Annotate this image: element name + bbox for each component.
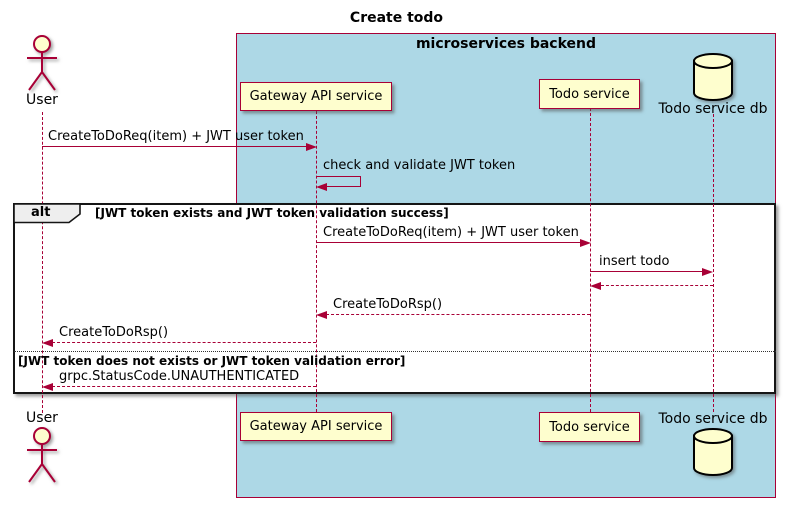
participant-todo-top: Todo service — [539, 79, 640, 109]
arrowhead-right-icon — [306, 143, 317, 151]
arrowhead-left-icon — [316, 183, 327, 191]
arrowhead-left-icon — [42, 383, 53, 391]
self-message-bottom-line — [326, 186, 361, 187]
self-message-side-line — [360, 176, 362, 187]
message-label: CreateToDoRsp() — [59, 325, 169, 340]
message-line — [42, 146, 307, 147]
database-label-bottom: Todo service db — [658, 411, 768, 427]
participant-todo-bottom: Todo service — [539, 412, 640, 442]
participant-gateway-bottom: Gateway API service — [240, 412, 392, 441]
message-label: grpc.StatusCode.UNAUTHENTICATED — [59, 369, 300, 384]
alt-frame — [13, 203, 776, 394]
return-line — [52, 386, 316, 387]
return-line — [601, 285, 713, 286]
message-label: CreateToDoReq(item) + JWT user token — [48, 129, 304, 144]
message-label: check and validate JWT token — [323, 158, 516, 173]
diagram-title: Create todo — [349, 10, 444, 26]
user-actor-icon-bottom — [27, 427, 57, 483]
arrowhead-left-icon — [316, 311, 327, 319]
arrowhead-right-icon — [580, 239, 591, 247]
message-label: CreateToDoRsp() — [333, 297, 443, 312]
arrowhead-left-icon — [42, 339, 53, 347]
message-label: insert todo — [599, 254, 670, 269]
participant-gateway-top: Gateway API service — [240, 82, 392, 111]
arrowhead-left-icon — [590, 282, 601, 290]
alt-else-divider — [14, 351, 776, 352]
user-actor-icon-top — [27, 35, 57, 91]
actor-label-user-bottom: User — [26, 410, 58, 426]
alt-guard-success: [JWT token exists and JWT token validati… — [95, 206, 449, 220]
alt-operator-label: alt — [31, 205, 51, 220]
participant-label: Gateway API service — [249, 89, 383, 104]
backend-box-label: microservices backend — [415, 36, 597, 52]
database-icon-top — [693, 53, 733, 101]
alt-guard-error: [JWT token does not exists or JWT token … — [18, 354, 406, 368]
lifeline-todo — [590, 108, 591, 412]
alt-operator-badge — [13, 203, 81, 224]
arrowhead-right-icon — [702, 268, 713, 276]
message-line — [590, 271, 703, 272]
lifeline-gateway — [316, 111, 317, 412]
message-line — [316, 242, 581, 243]
participant-label: Gateway API service — [249, 419, 383, 434]
lifeline-db — [713, 114, 714, 412]
self-message-top-line — [316, 176, 361, 177]
participant-label: Todo service — [549, 86, 630, 102]
return-line — [326, 314, 590, 315]
return-line — [52, 342, 316, 343]
message-label: CreateToDoReq(item) + JWT user token — [323, 225, 579, 240]
database-label-top: Todo service db — [658, 101, 768, 117]
database-icon-bottom — [693, 428, 733, 476]
actor-label-user-top: User — [26, 92, 58, 108]
participant-label: Todo service — [549, 419, 630, 435]
lifeline-user — [42, 112, 43, 413]
